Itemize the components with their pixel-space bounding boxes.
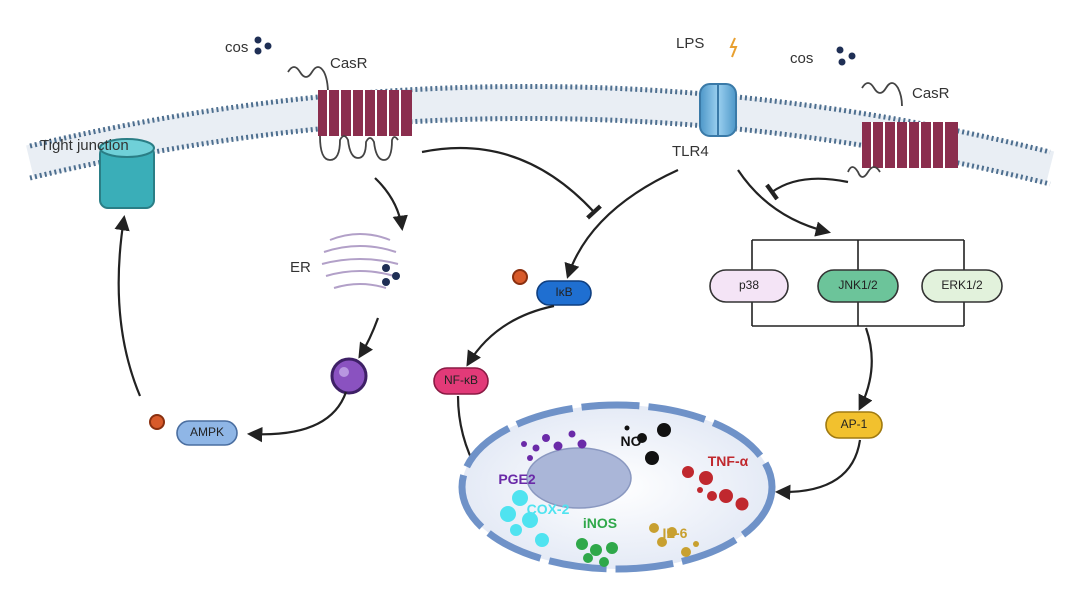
- casr-label-left: CasR: [330, 55, 368, 72]
- tight-junction-channel: [99, 138, 155, 209]
- cos-label-left: cos: [225, 39, 248, 56]
- tlr4-receptor: [699, 83, 737, 137]
- lps-label: LPS: [676, 35, 704, 52]
- ampk-node: AMPK: [176, 420, 238, 446]
- cos-molecules-right: [836, 46, 856, 66]
- lps-molecule-icon: [729, 37, 738, 58]
- ap1-label: AP-1: [841, 417, 868, 431]
- pge2-dots: [521, 430, 587, 461]
- p38-label: p38: [739, 278, 759, 292]
- il6-label: IL-6: [663, 525, 688, 541]
- jnk-label: JNK1/2: [838, 278, 878, 292]
- casr-receptor-left: [287, 66, 412, 161]
- cos-label-right: cos: [790, 50, 813, 67]
- er-organelle: [321, 233, 399, 289]
- ikb-phospho-icon: [512, 269, 528, 285]
- no-label: NO: [621, 433, 642, 449]
- p38-node: p38: [709, 269, 789, 303]
- no-dots: [624, 423, 671, 465]
- casr-label-right: CasR: [912, 85, 950, 102]
- erk-node: ERK1/2: [921, 269, 1003, 303]
- ap1-node: AP-1: [825, 411, 883, 439]
- tlr4-label: TLR4: [672, 143, 709, 160]
- nfkb-node: NF-κB: [433, 367, 489, 395]
- er-molecules: [382, 264, 400, 286]
- ampk-label: AMPK: [190, 425, 224, 439]
- jnk-node: JNK1/2: [817, 269, 899, 303]
- nucleus: [526, 447, 632, 509]
- cos-molecules-left: [254, 36, 272, 55]
- il6-dots: [649, 523, 699, 557]
- pathway-arrows: [114, 146, 873, 501]
- cox2-label: COX-2: [527, 501, 570, 517]
- inos-dots: [576, 538, 618, 567]
- inos-label: iNOS: [583, 515, 617, 531]
- cox2-dots: [500, 490, 549, 547]
- ampk-phospho-icon: [149, 414, 165, 430]
- ikb-node: IκB: [536, 280, 592, 306]
- tnfa-label: TNF-α: [708, 453, 749, 469]
- er-label: ER: [290, 259, 311, 276]
- tnfa-dots: [682, 466, 749, 511]
- ikb-label: IκB: [555, 285, 572, 299]
- immune-cell: [458, 401, 776, 573]
- pge2-label: PGE2: [498, 471, 536, 487]
- casr-receptor-right: [847, 82, 958, 178]
- nfkb-label: NF-κB: [444, 373, 478, 387]
- calcium-vesicle: [330, 357, 368, 395]
- tight-junction-label: Tight junction: [40, 137, 129, 154]
- erk-label: ERK1/2: [941, 278, 983, 292]
